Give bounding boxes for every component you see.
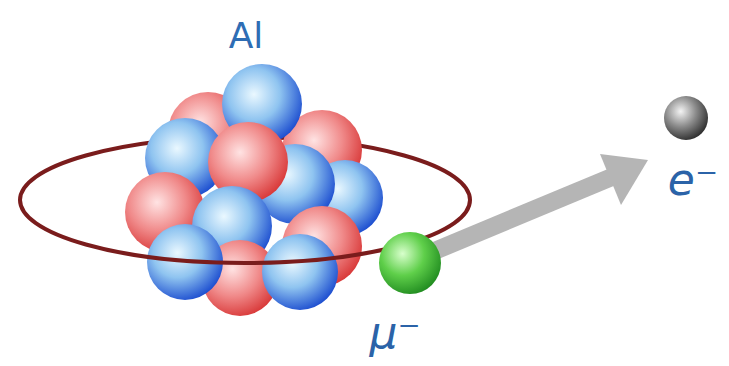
element-label: Al: [229, 18, 264, 54]
emission-arrow: [432, 154, 648, 252]
muon-sphere: [379, 232, 441, 294]
particle-label: e⁻: [668, 158, 718, 202]
electron-sphere: [664, 96, 708, 140]
nucleus: [125, 64, 383, 316]
particle-label: μ⁻: [369, 311, 420, 355]
